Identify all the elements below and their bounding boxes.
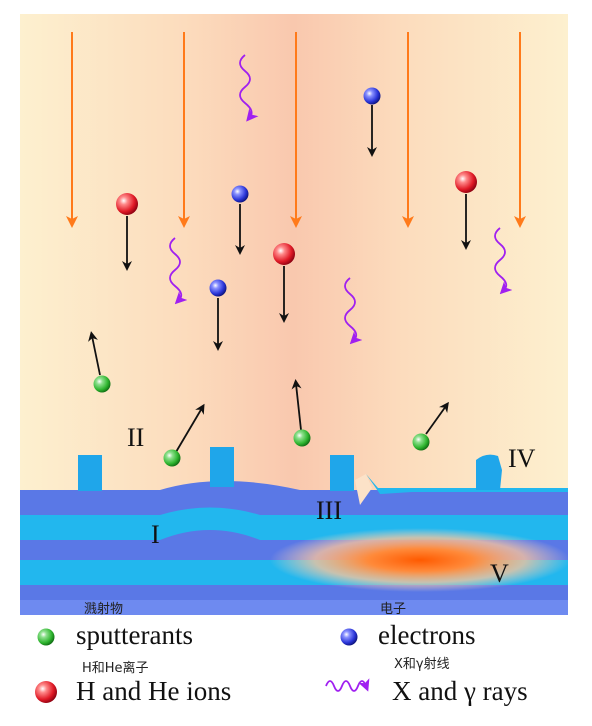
electron-particle — [363, 87, 381, 105]
legend: sputterants electrons H and He ions X an… — [35, 620, 528, 706]
xray-waves — [169, 54, 513, 345]
surface-protrusion — [210, 447, 234, 487]
ray-wave — [239, 54, 259, 122]
particles — [93, 87, 477, 467]
legend-ion-icon — [35, 681, 57, 703]
label-III: III — [316, 496, 342, 525]
label-IV: IV — [508, 444, 536, 473]
heated-zone — [270, 528, 570, 592]
caption-sputterants-cn: 溅射物 — [84, 601, 123, 617]
legend-ions-label: H and He ions — [76, 676, 231, 706]
legend-sputterant-icon — [37, 628, 55, 646]
sputterant-particle — [412, 433, 430, 451]
ray-wave — [494, 227, 513, 295]
wall-layers — [20, 447, 570, 615]
trajectory-arrow — [291, 379, 302, 431]
ray-wave — [169, 237, 188, 305]
legend-ray-icon — [325, 678, 370, 692]
surface-protrusion — [78, 455, 102, 491]
label-I: I — [151, 520, 160, 549]
sputterant-particle — [163, 449, 181, 467]
caption-electrons-cn: 电子 — [380, 602, 406, 617]
legend-electron-icon — [340, 628, 358, 646]
sputterant-particle — [293, 429, 311, 447]
label-II: II — [127, 423, 144, 452]
caption-ions-cn: H和He离子 — [82, 660, 149, 676]
legend-electrons-label: electrons — [378, 620, 475, 650]
surface-blister — [476, 454, 502, 490]
ray-wave — [344, 277, 363, 345]
legend-rays-label: X and γ rays — [392, 676, 528, 706]
legend-sputterants-label: sputterants — [76, 620, 193, 650]
trajectory-arrow — [175, 403, 205, 453]
caption-rays-cn: X和γ射线 — [394, 656, 450, 672]
ion-particle — [273, 243, 295, 265]
label-V: V — [490, 559, 509, 588]
particle-trajectories — [88, 105, 471, 453]
electron-particle — [231, 185, 249, 203]
electron-particle — [209, 279, 227, 297]
ion-particle — [116, 193, 138, 215]
trajectory-arrow — [88, 331, 101, 376]
trajectory-arrow — [425, 401, 449, 435]
ion-particle — [455, 171, 477, 193]
incident-flux-arrows — [66, 32, 526, 228]
sputterant-particle — [93, 375, 111, 393]
surface-protrusion — [330, 455, 354, 491]
